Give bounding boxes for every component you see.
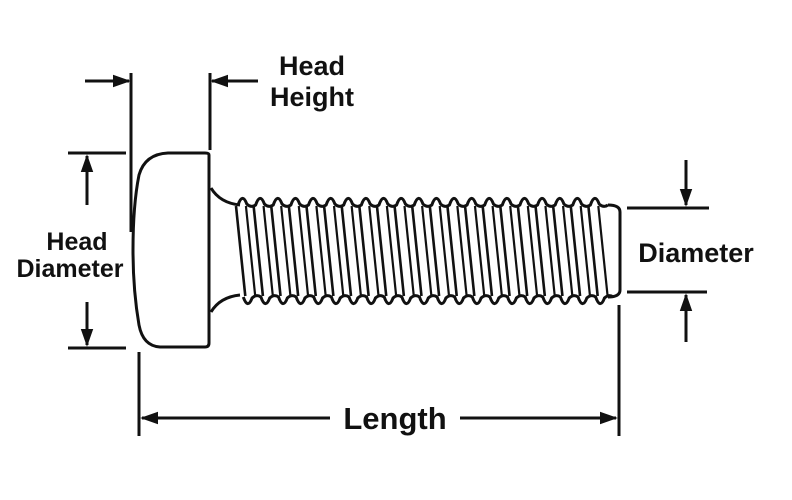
thread-line [269, 205, 282, 297]
thread-line [463, 205, 476, 297]
thread-line [315, 205, 327, 297]
screw-threads [234, 196, 615, 306]
screw-head [131, 151, 211, 349]
thread-line [350, 205, 363, 297]
thread-line [473, 205, 486, 297]
thread-line [498, 205, 511, 297]
thread-line [438, 205, 451, 297]
screw-tip [607, 203, 622, 299]
thread-top-edge [236, 196, 609, 208]
thread-line [262, 205, 274, 297]
thread-line [393, 205, 406, 297]
screw-neck-bottom [209, 293, 241, 313]
head-diameter-label-line2: Diameter [17, 255, 124, 283]
thread-line [561, 205, 574, 297]
thread-line [456, 205, 468, 297]
thread-line [516, 205, 529, 297]
thread-line [244, 205, 257, 297]
diameter-label: Diameter [638, 238, 754, 268]
screw-neck-top [209, 187, 241, 207]
thread-line [428, 205, 441, 297]
thread-line [234, 205, 247, 297]
thread-line [305, 205, 318, 297]
thread-line [579, 205, 592, 297]
thread-line [446, 205, 459, 297]
head-height-label-line2: Height [270, 82, 354, 112]
head-height-label-line1: Head [279, 51, 345, 81]
thread-line [368, 205, 380, 297]
thread-line [587, 205, 599, 297]
thread-line [569, 205, 582, 297]
thread-line [287, 205, 300, 297]
thread-line [526, 205, 539, 297]
thread-line [481, 205, 494, 297]
head-diameter-label-line1: Head [46, 228, 107, 256]
thread-line [421, 205, 433, 297]
length-label: Length [343, 401, 446, 436]
thread-line [551, 205, 564, 297]
thread-line [297, 205, 310, 297]
thread-line [280, 205, 292, 297]
thread-line [385, 205, 398, 297]
thread-line [252, 205, 265, 297]
thread-line [375, 205, 388, 297]
thread-line [534, 205, 547, 297]
thread-line [403, 205, 415, 297]
thread-line [322, 205, 335, 297]
thread-line [358, 205, 370, 297]
thread-line [332, 205, 345, 297]
thread-line [597, 205, 609, 297]
thread-line [410, 205, 423, 297]
thread-line [340, 205, 353, 297]
thread-line [544, 205, 556, 297]
thread-bottom-edge [241, 294, 615, 306]
thread-line [509, 205, 521, 297]
thread-line [491, 205, 503, 297]
